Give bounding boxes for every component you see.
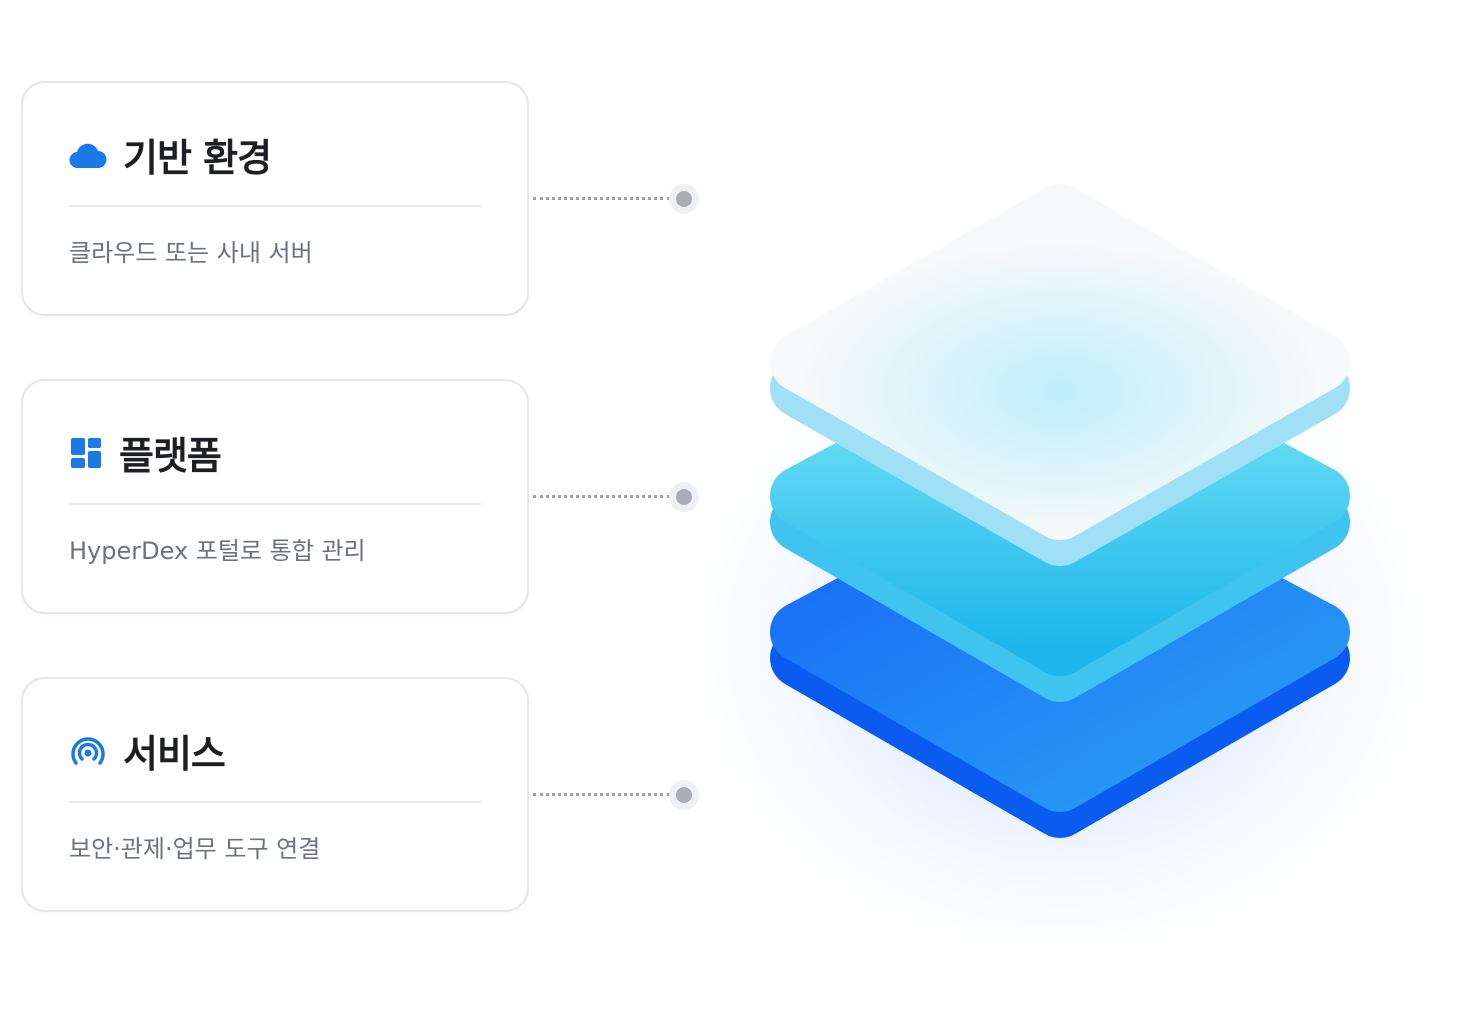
card-service: 서비스 보안·관제·업무 도구 연결 [21,677,529,912]
layer-top [770,184,1350,566]
connector-dot [669,780,699,810]
card-platform: 플랫폼 HyperDex 포털로 통합 관리 [21,379,529,614]
card-title: 서비스 [123,732,226,776]
connector-line [533,197,670,200]
divider [69,205,481,207]
connector-line [533,495,670,498]
connector-dot [669,482,699,512]
card-title: 기반 환경 [123,136,272,180]
card-title: 플랫폼 [119,434,222,478]
connector-line [533,793,670,796]
card-infrastructure: 기반 환경 클라우드 또는 사내 서버 [21,81,529,316]
cloud-icon [69,143,107,168]
connector-dot [669,184,699,214]
broadcast-icon [71,736,105,765]
divider [69,503,481,505]
card-description: 클라우드 또는 사내 서버 [69,239,313,267]
divider [69,801,481,803]
dashboard-grid-icon [71,437,101,468]
card-description: HyperDex 포털로 통합 관리 [69,537,366,565]
card-description: 보안·관제·업무 도구 연결 [69,835,321,863]
